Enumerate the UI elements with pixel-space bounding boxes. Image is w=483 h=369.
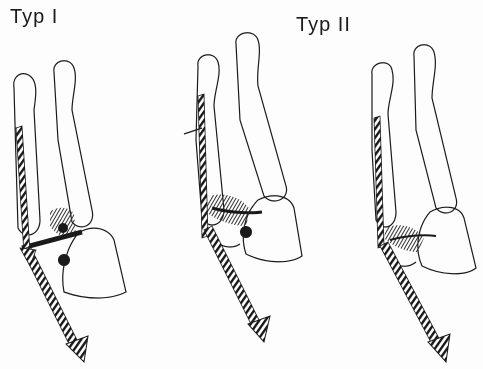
- panel-typ-2b: [372, 45, 476, 362]
- joint-dot: [240, 226, 252, 238]
- force-arrow-vertical: [198, 94, 208, 238]
- carpal-block: [63, 228, 126, 298]
- force-arrow-vertical: [374, 116, 384, 248]
- force-arrow-diagonal: [204, 226, 262, 330]
- panel-typ-1: [14, 61, 126, 362]
- joint-dot-upper: [58, 223, 68, 233]
- joint-dot-lower: [58, 254, 70, 266]
- force-arrow-vertical: [16, 126, 30, 254]
- bone-middle: [236, 33, 287, 201]
- bone-middle: [54, 61, 93, 227]
- force-arrow-diagonal: [380, 242, 442, 348]
- bone-middle: [414, 45, 457, 213]
- carpal-block: [418, 207, 476, 274]
- carpal-block: [243, 196, 302, 262]
- panel-typ-2a: [184, 33, 302, 342]
